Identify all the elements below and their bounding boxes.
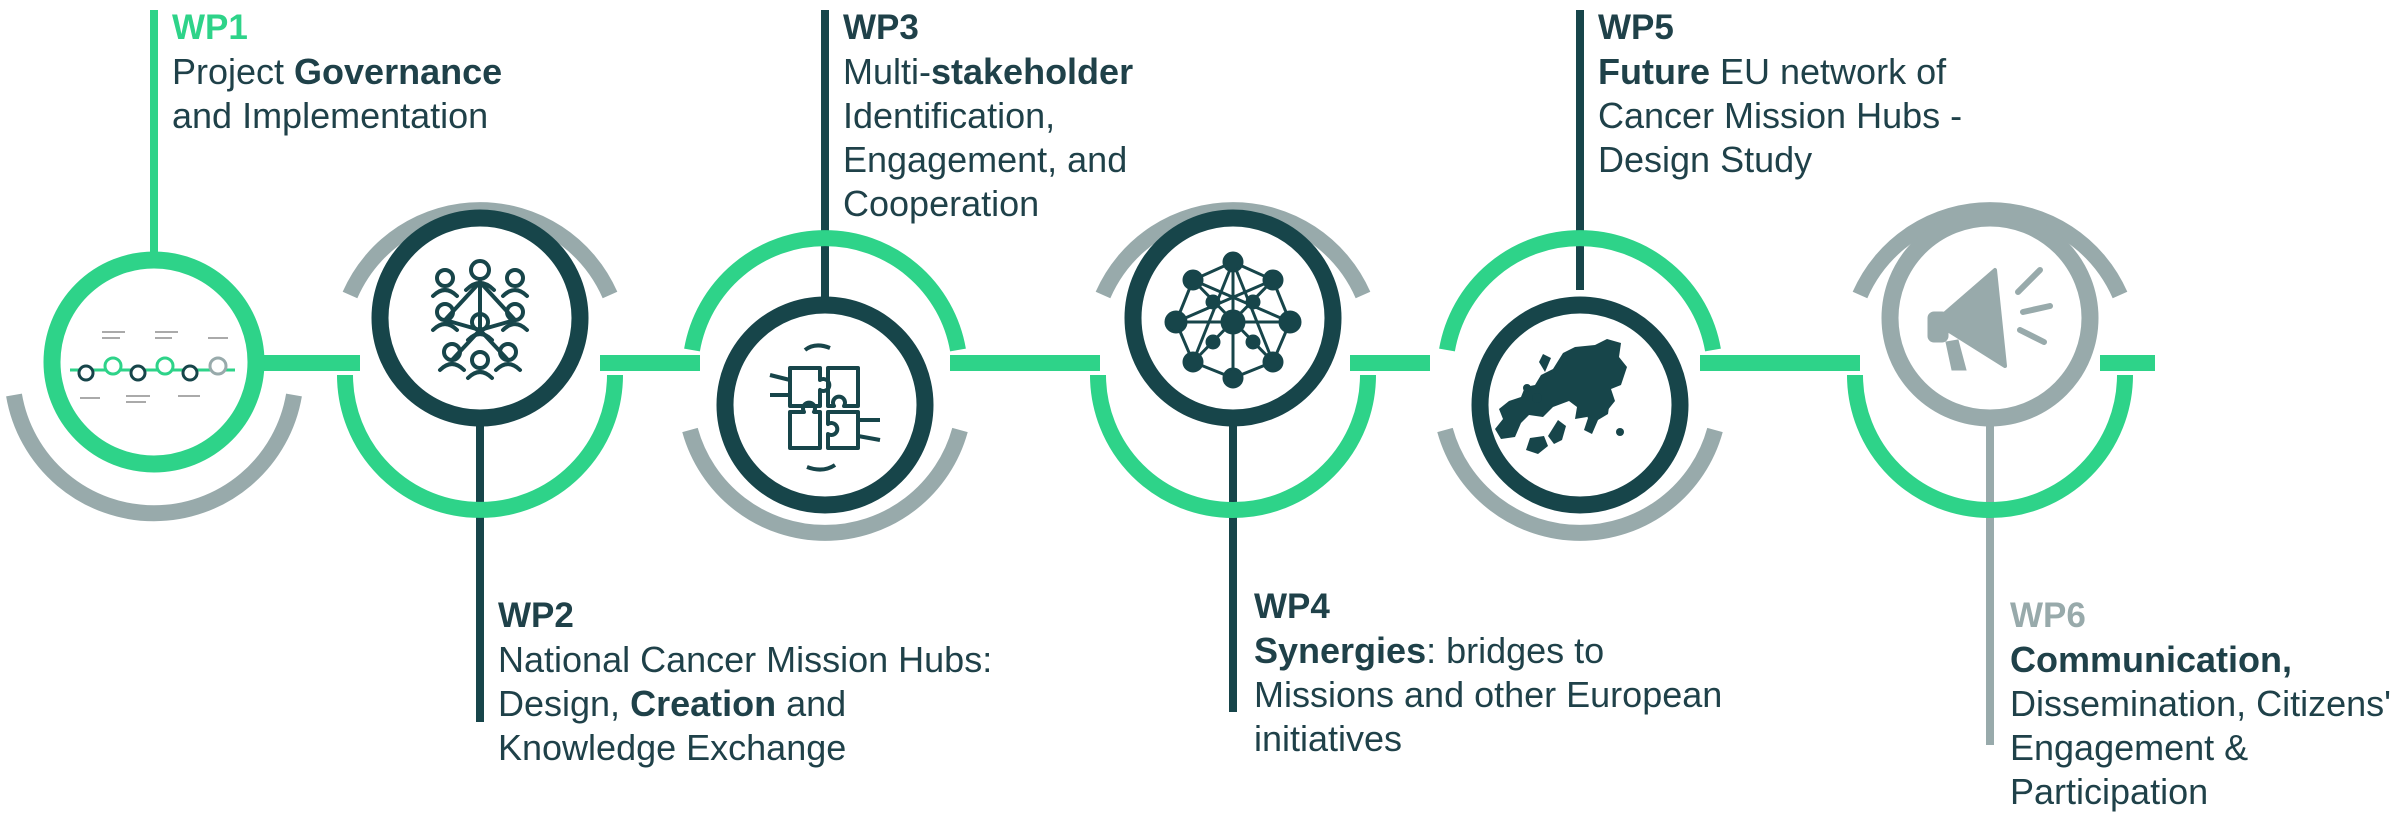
- wp5-node: [1437, 230, 1723, 541]
- wp3-line2: Identification,: [843, 95, 1056, 136]
- wp4-line2: Missions and other European: [1254, 674, 1723, 715]
- wp6-line1: Communication,: [2010, 639, 2293, 680]
- wp5-line1: Future EU network of: [1598, 51, 1947, 92]
- wp2-green-arc: [337, 374, 623, 518]
- wp1-node: [6, 251, 302, 522]
- wp2-node: [337, 202, 623, 518]
- wp1-line2: and Implementation: [172, 95, 489, 136]
- wp2-line1: National Cancer Mission Hubs:: [498, 639, 993, 680]
- wp4-line1: Synergies: bridges to: [1254, 630, 1605, 671]
- wp5-title: WP5: [1598, 8, 1674, 47]
- europe-map-icon: [1495, 339, 1627, 454]
- wp6-line2: Dissemination, Citizens': [2010, 683, 2392, 724]
- wp3-line4: Cooperation: [843, 183, 1040, 224]
- timeline-thumbnail-icon: [70, 331, 235, 403]
- wp4-green-arc: [1090, 374, 1376, 518]
- wp6-line4: Participation: [2010, 771, 2209, 812]
- megaphone-icon: [1927, 267, 2053, 371]
- wp4-line3: initiatives: [1254, 718, 1403, 759]
- wp5-line3: Design Study: [1598, 139, 1813, 180]
- wp2-line3: Knowledge Exchange: [498, 727, 847, 768]
- wp6-line3: Engagement &: [2010, 727, 2249, 768]
- wp5-label: WP5 Future EU network of Cancer Mission …: [1598, 6, 1962, 182]
- wp5-green-arc: [1439, 230, 1721, 352]
- wp3-outer-arc: [682, 427, 968, 541]
- wp1-line1: Project Governance: [172, 51, 503, 92]
- wp3-green-arc: [684, 230, 966, 352]
- wp3-line1: Multi-stakeholder: [843, 51, 1134, 92]
- wp6-title: WP6: [2010, 596, 2086, 635]
- wp3-label: WP3 Multi-stakeholder Identification, En…: [843, 6, 1133, 226]
- people-network-icon: [431, 259, 529, 380]
- wp2-line2: Design, Creation and: [498, 683, 847, 724]
- wp4-title: WP4: [1254, 587, 1330, 626]
- wp5-line2: Cancer Mission Hubs -: [1598, 95, 1963, 136]
- wp6-label: WP6 Communication, Dissemination, Citize…: [2010, 594, 2391, 814]
- wp2-label: WP2 National Cancer Mission Hubs: Design…: [498, 594, 992, 770]
- wp4-label: WP4 Synergies: bridges to Missions and o…: [1254, 585, 1722, 761]
- wp4-node: [1090, 202, 1376, 518]
- wp6-green-arc: [1847, 374, 2133, 518]
- wp2-title: WP2: [498, 596, 574, 635]
- wp3-line3: Engagement, and: [843, 139, 1128, 180]
- wp3-title: WP3: [843, 8, 919, 47]
- wp1-label: WP1 Project Governance and Implementatio…: [172, 6, 502, 138]
- wp6-node: [1847, 202, 2133, 518]
- wp5-outer-arc: [1437, 427, 1723, 541]
- network-nodes-icon: [1164, 251, 1302, 389]
- puzzle-hands-icon: [769, 343, 881, 472]
- wp1-outer-arc: [6, 393, 302, 522]
- wp1-title: WP1: [172, 8, 248, 47]
- wp3-node: [682, 230, 968, 541]
